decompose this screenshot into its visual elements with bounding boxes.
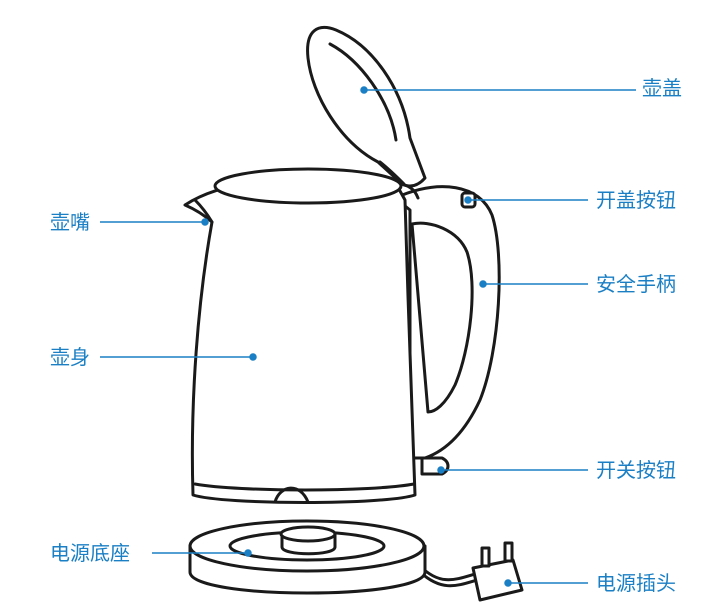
kettle-body: [183, 180, 420, 504]
leader-dot-lid: [360, 86, 368, 94]
power-plug: [418, 541, 524, 602]
label-handle: 安全手柄: [596, 272, 676, 296]
leader-dot-body: [249, 353, 257, 361]
label-body: 壶身: [50, 345, 90, 369]
leader-dot-lid-button: [464, 196, 472, 204]
safety-handle: [393, 185, 501, 460]
label-base: 电源底座: [50, 541, 130, 565]
label-lid: 壶盖: [642, 76, 682, 100]
label-spout: 壶嘴: [50, 210, 90, 234]
leader-dot-handle: [479, 280, 487, 288]
label-lid-button: 开盖按钮: [596, 188, 676, 212]
leader-dot-switch: [437, 466, 445, 474]
kettle-rim: [213, 167, 403, 205]
leader-dot-base: [244, 549, 252, 557]
leader-dot-plug: [504, 579, 512, 587]
leader-dot-spout: [201, 218, 209, 226]
label-switch: 开关按钮: [596, 458, 676, 482]
label-plug: 电源插头: [596, 571, 676, 595]
power-base: [188, 519, 427, 595]
kettle-lid: [306, 25, 427, 188]
